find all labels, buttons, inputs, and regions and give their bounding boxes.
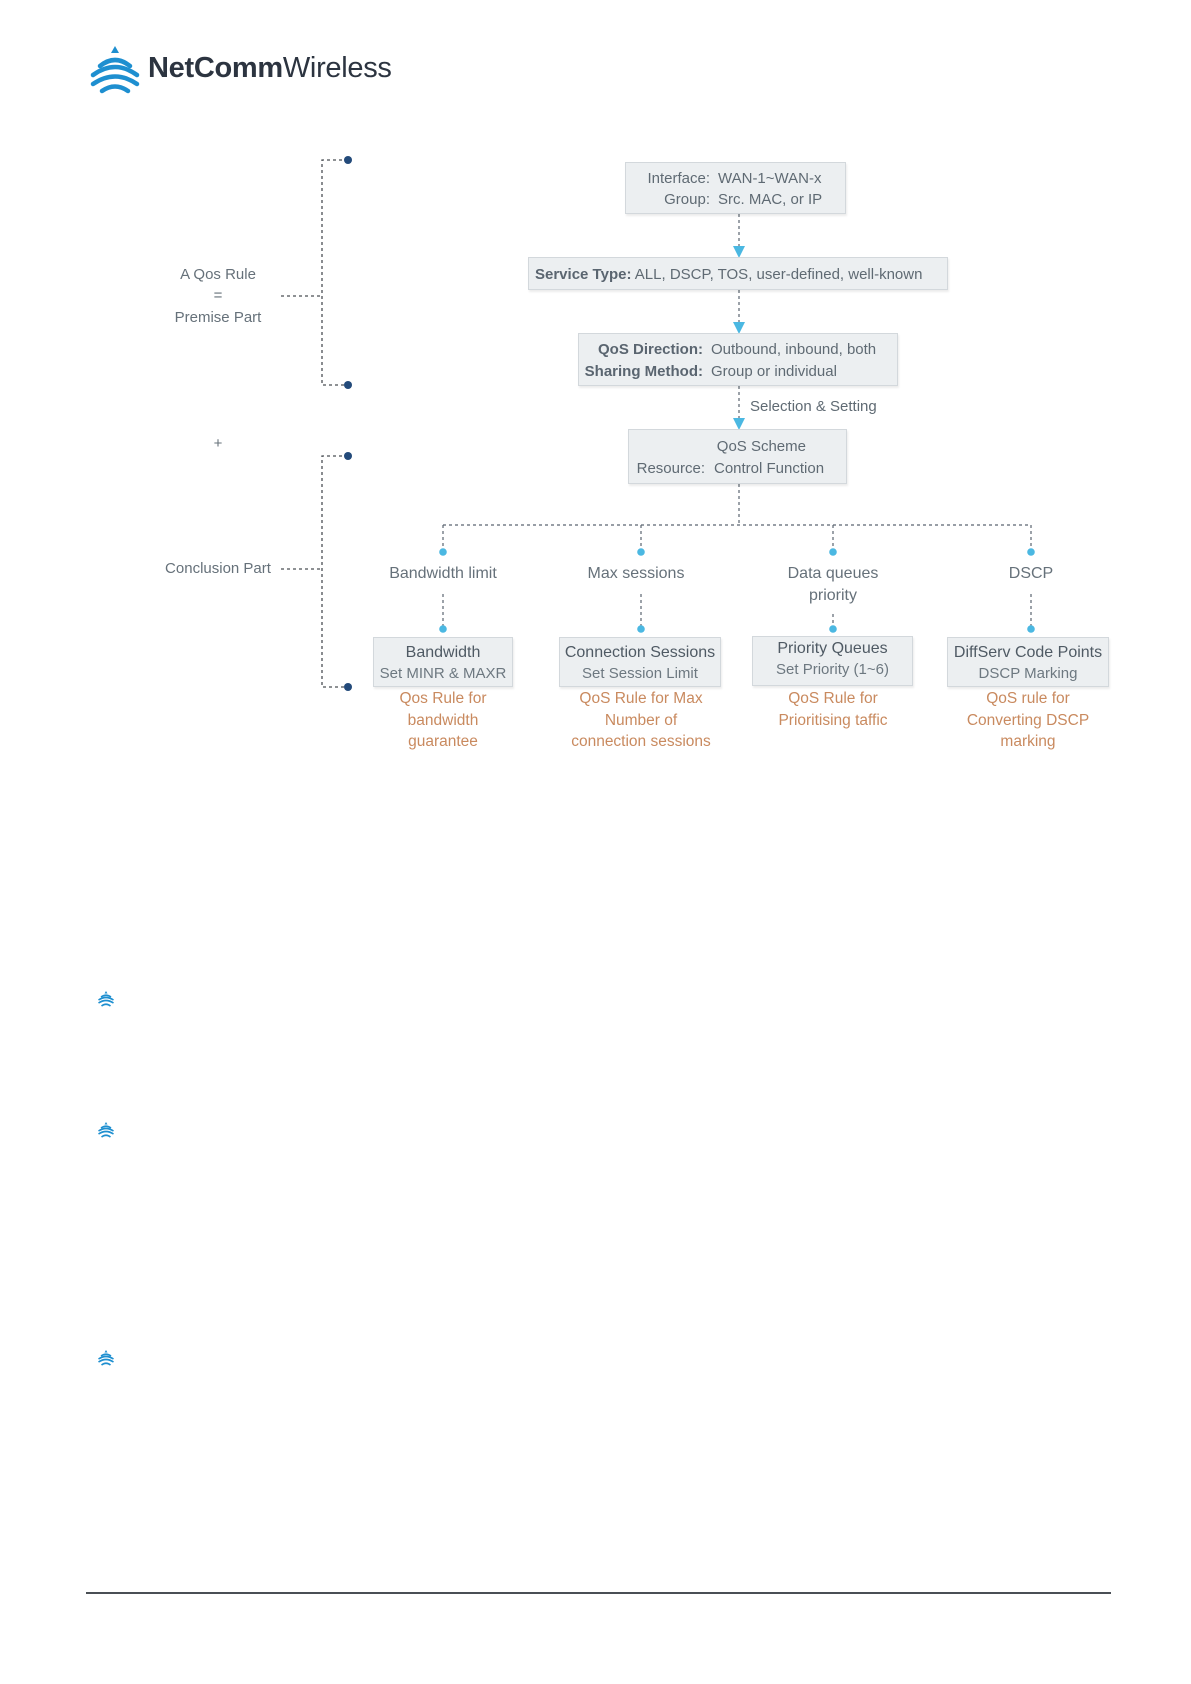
- conclusion-part-label: Conclusion Part: [165, 560, 271, 577]
- rule-priority-line2: Prioritising taffic: [778, 711, 888, 729]
- category-data-queues-line1: Data queues: [787, 565, 879, 582]
- bandwidth-box-title: Bandwidth: [405, 644, 481, 661]
- wifi-bullet-icon: [98, 1122, 114, 1138]
- rule-priority: QoS Rule for Prioritising taffic: [743, 688, 923, 731]
- branch-4-top-dot: [1027, 548, 1035, 556]
- plus-sign: +: [213, 435, 223, 452]
- priority-queues-box-title: Priority Queues: [777, 640, 888, 657]
- interface-value: WAN-1~WAN-x: [718, 170, 822, 187]
- conclusion-bracket-bottom-dot: [344, 683, 352, 691]
- sharing-method-value: Group or individual: [711, 363, 837, 380]
- qos-direction-value: Outbound, inbound, both: [711, 341, 877, 358]
- premise-bracket-top-dot: [344, 156, 352, 164]
- rule-bandwidth-line3: guarantee: [408, 733, 478, 750]
- category-max-sessions: Max sessions: [587, 565, 685, 582]
- interface-group-box: Interface: WAN-1~WAN-x Group: Src. MAC, …: [625, 162, 846, 214]
- connection-sessions-box-title: Connection Sessions: [564, 644, 716, 661]
- footer-divider: [86, 1592, 1111, 1594]
- diffserv-box-title: DiffServ Code Points: [953, 644, 1103, 661]
- category-dscp: DSCP: [1008, 565, 1054, 582]
- sharing-method-label: Sharing Method:: [584, 363, 703, 380]
- connection-sessions-box-subtitle: Set Session Limit: [582, 665, 698, 682]
- branch-3-top-dot: [829, 548, 837, 556]
- wifi-bullet-icon: [98, 991, 114, 1007]
- priority-queues-box: Priority Queues Set Priority (1~6): [752, 636, 913, 686]
- connection-sessions-box: Connection Sessions Set Session Limit: [559, 637, 721, 687]
- premise-bracket: [281, 159, 348, 386]
- service-type-box: Service Type: ALL, DSCP, TOS, user-defin…: [528, 257, 948, 290]
- rule-max-sessions: QoS Rule for Max Number of connection se…: [551, 688, 731, 753]
- rule-max-sessions-line1: QoS Rule for Max: [579, 690, 703, 707]
- category-data-queues-priority: Data queues priority: [753, 563, 913, 607]
- rule-max-sessions-line2: Number of: [604, 711, 678, 729]
- service-type-value: ALL, DSCP, TOS, user-defined, well-known: [634, 266, 923, 283]
- rule-dscp: QoS rule for Converting DSCP marking: [938, 688, 1118, 753]
- premise-part-label: Premise Part: [174, 309, 262, 326]
- priority-queues-box-subtitle: Set Priority (1~6): [776, 661, 889, 678]
- netcomm-wifi-logo-icon: [90, 46, 140, 94]
- rule-priority-line1: QoS Rule for: [788, 690, 878, 707]
- rule-dscp-line2: Converting DSCP: [966, 711, 1090, 729]
- qos-scheme-box: QoS Scheme Resource: Control Function: [628, 429, 847, 484]
- resource-label: Resource:: [636, 460, 705, 477]
- diffserv-box: DiffServ Code Points DSCP Marking: [947, 637, 1109, 687]
- qos-direction-label: QoS Direction:: [597, 341, 703, 358]
- branch-4-bottom-dot: [1027, 625, 1035, 633]
- group-value: Src. MAC, or IP: [718, 191, 823, 208]
- rule-max-sessions-line3: connection sessions: [571, 733, 711, 750]
- wifi-bullet-icon: [98, 1350, 114, 1366]
- conclusion-bracket: [281, 455, 348, 688]
- branch-2-bottom-dot: [637, 625, 645, 633]
- direction-sharing-box: QoS Direction: Outbound, inbound, both S…: [578, 333, 898, 386]
- diagram-connectors: [281, 156, 1035, 691]
- branch-1-bottom-dot: [439, 625, 447, 633]
- branch-3-bottom-dot: [829, 625, 837, 633]
- rule-bandwidth: Qos Rule for bandwidth guarantee: [353, 688, 533, 753]
- selection-setting-label: Selection & Setting: [750, 398, 877, 415]
- category-data-queues-line2: priority: [808, 587, 857, 604]
- brand-name: NetCommWireless: [148, 52, 392, 85]
- brand-name-bold: NetComm: [148, 52, 283, 84]
- service-type-label: Service Type:: [535, 266, 632, 283]
- interface-label: Interface:: [647, 170, 710, 187]
- category-bandwidth-limit: Bandwidth limit: [389, 565, 497, 582]
- diffserv-box-subtitle: DSCP Marking: [978, 665, 1078, 682]
- brand-name-light: Wireless: [282, 52, 392, 84]
- qos-scheme-title: QoS Scheme: [716, 438, 806, 455]
- bandwidth-box: Bandwidth Set MINR & MAXR: [373, 637, 513, 687]
- rule-bandwidth-line2: bandwidth: [407, 711, 479, 729]
- rule-dscp-line3: marking: [1000, 733, 1056, 750]
- conclusion-bracket-top-dot: [344, 452, 352, 460]
- qos-rule-label: A Qos Rule: [180, 266, 256, 283]
- bandwidth-box-subtitle: Set MINR & MAXR: [379, 665, 507, 682]
- branch-1-top-dot: [439, 548, 447, 556]
- rule-bandwidth-line1: Qos Rule for: [399, 690, 487, 707]
- premise-bracket-bottom-dot: [344, 381, 352, 389]
- group-label: Group:: [664, 191, 710, 208]
- branch-2-top-dot: [637, 548, 645, 556]
- resource-value: Control Function: [714, 460, 825, 477]
- equals-sign: =: [213, 287, 223, 304]
- rule-dscp-line1: QoS rule for: [986, 690, 1070, 707]
